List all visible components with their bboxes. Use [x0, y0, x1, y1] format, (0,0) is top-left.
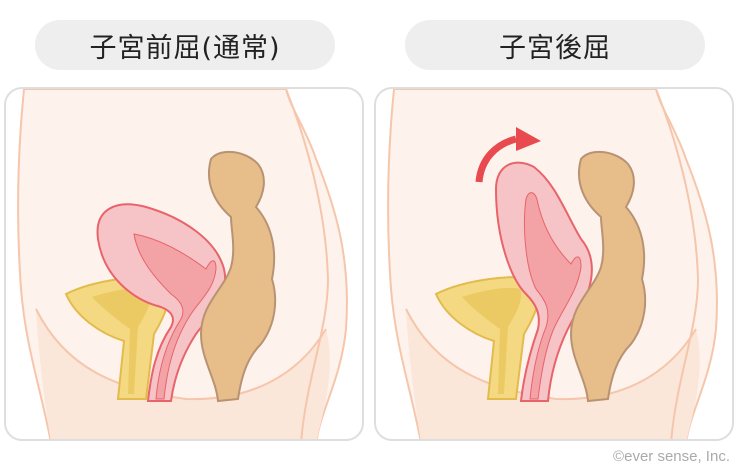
- rectum: [199, 150, 277, 403]
- panel-retroflexed: [374, 87, 734, 441]
- label-anteflexed-text: 子宮前屈(通常): [89, 32, 281, 64]
- copyright-credit: ©ever sense, Inc.: [613, 448, 730, 465]
- back-curve: [655, 89, 700, 439]
- pelvic-floor-line: [35, 308, 327, 401]
- pelvic-floor-line: [405, 308, 697, 401]
- label-retroflexed: 子宮後屈: [405, 20, 705, 70]
- uterus: [96, 203, 227, 402]
- back-curve: [285, 89, 330, 439]
- panel-anteflexed: [4, 87, 364, 441]
- label-anteflexed: 子宮前屈(通常): [35, 20, 335, 70]
- uterus: [494, 161, 593, 402]
- pelvis-diagram-retroflexed: [387, 89, 718, 439]
- tilt-arrow-icon: [475, 127, 541, 183]
- body-lower-shadow: [406, 309, 700, 439]
- label-retroflexed-text: 子宮後屈: [499, 32, 611, 64]
- pelvis-diagram-anteflexed: [17, 89, 348, 439]
- rectum: [569, 150, 647, 403]
- body-lower-shadow: [36, 309, 330, 439]
